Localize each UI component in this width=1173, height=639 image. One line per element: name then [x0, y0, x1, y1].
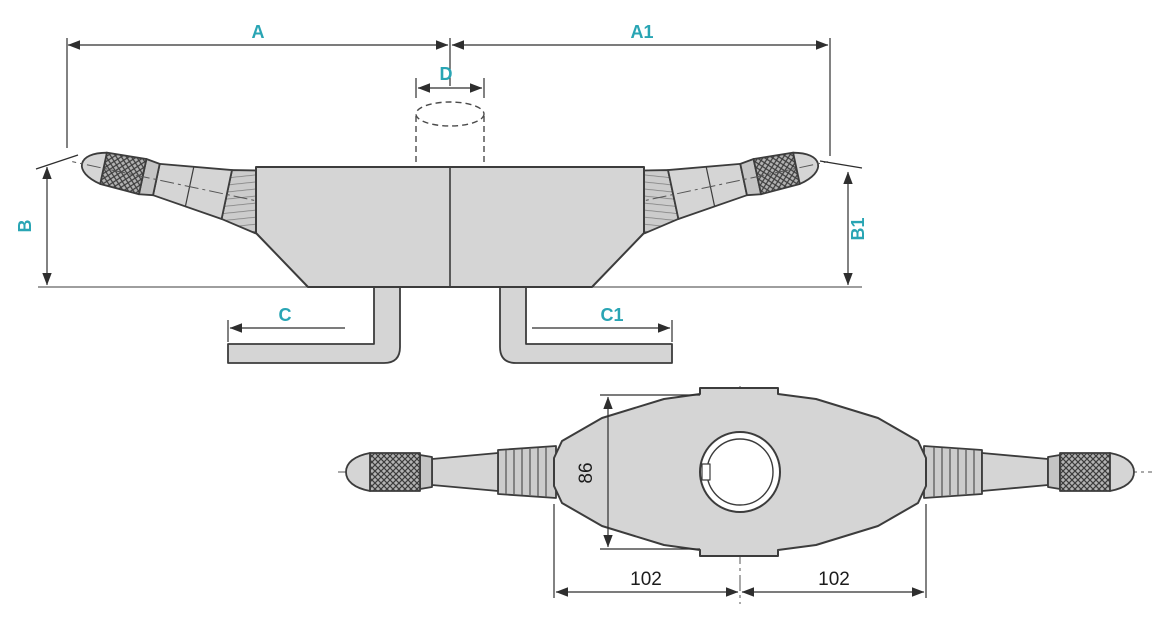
left-stalk-side [72, 151, 272, 235]
dim-c [227, 320, 345, 342]
dim-b1 [819, 160, 863, 286]
dim-label-c: C [279, 305, 292, 325]
right-stalk-plan [923, 445, 1135, 499]
dim-b [35, 154, 79, 286]
dim-c1 [532, 320, 673, 342]
dim-label-102-left: 102 [630, 569, 662, 590]
left-grip-knurl-plan [369, 452, 421, 492]
right-grip-knurl-plan [1059, 452, 1111, 492]
dim-102-pair [553, 504, 927, 598]
right-stalk-side [628, 151, 828, 235]
column-bore-outer [699, 431, 781, 513]
dim-a-a1 [66, 38, 831, 156]
dim-label-102-right: 102 [818, 569, 850, 590]
dim-d [415, 78, 485, 98]
steering-column-dashed [415, 101, 485, 166]
dim-86 [600, 394, 700, 550]
right-bracket-leg [499, 286, 673, 364]
dim-label-d: D [440, 64, 453, 84]
dim-label-a: A [252, 22, 265, 42]
dim-label-86: 86 [576, 462, 597, 483]
dim-label-b1: B1 [848, 217, 868, 240]
side-view: A A1 D B B1 C C1 [15, 22, 868, 364]
dim-label-a1: A1 [630, 22, 653, 42]
left-bracket-leg [227, 286, 401, 364]
left-stalk-plan [345, 445, 557, 499]
dim-label-c1: C1 [600, 305, 623, 325]
plan-view: 86 102 102 [338, 386, 1152, 604]
bore-keyway [701, 463, 711, 481]
dim-label-b: B [15, 220, 35, 233]
